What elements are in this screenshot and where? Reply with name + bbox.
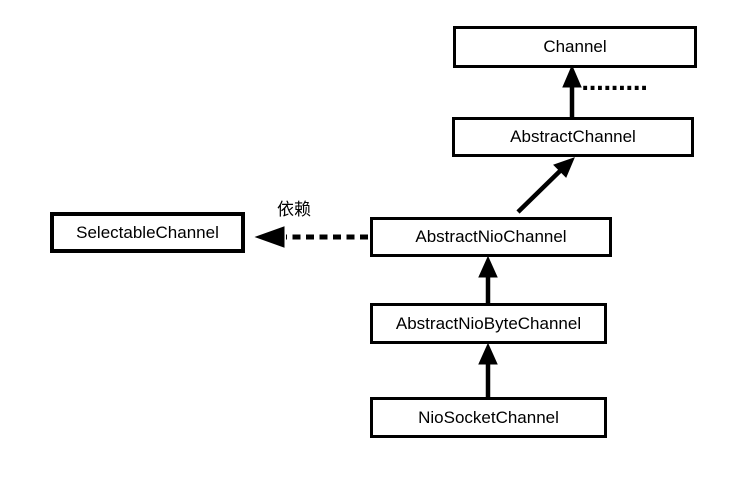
node-abstract-channel-label: AbstractChannel xyxy=(510,127,636,146)
dependency-label: 依赖 xyxy=(277,200,311,219)
node-channel: Channel xyxy=(453,26,697,68)
inheritance-arrow-niosocketchannel-to-abstractniobytechannel xyxy=(478,342,498,397)
node-abstract-nio-channel: AbstractNioChannel xyxy=(370,217,612,257)
node-abstract-nio-byte-channel-label: AbstractNioByteChannel xyxy=(395,313,582,333)
ellipsis-dots: ......... xyxy=(581,71,648,96)
dependency-arrow-abstractniochannel-to-selectablechannel xyxy=(254,226,368,248)
node-channel-label: Channel xyxy=(543,37,607,56)
inheritance-arrow-abstractniochannel-to-abstractchannel xyxy=(516,157,575,214)
inheritance-arrow-abstractchannel-to-channel xyxy=(562,64,582,117)
node-abstract-nio-byte-channel: AbstractNioByteChannel xyxy=(370,303,607,344)
inheritance-arrow-abstractniobytechannel-to-abstractniochannel xyxy=(478,255,498,303)
node-nio-socket-channel: NioSocketChannel xyxy=(370,397,607,438)
node-selectable-channel-label: SelectableChannel xyxy=(76,222,219,242)
node-selectable-channel: SelectableChannel xyxy=(50,212,245,253)
node-nio-socket-channel-label: NioSocketChannel xyxy=(418,407,559,427)
node-abstract-nio-channel-label: AbstractNioChannel xyxy=(415,227,567,246)
node-abstract-channel: AbstractChannel xyxy=(452,117,694,157)
